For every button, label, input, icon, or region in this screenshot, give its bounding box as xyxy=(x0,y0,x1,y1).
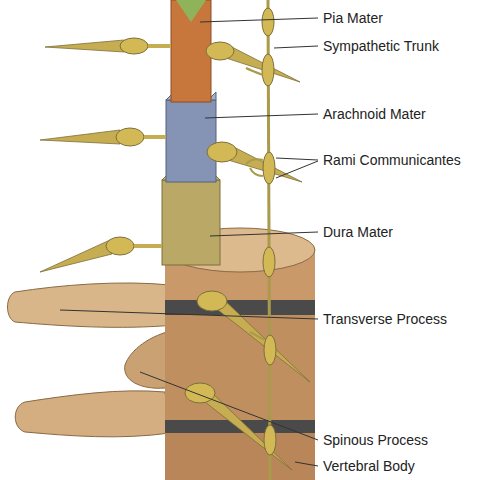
pia-mater xyxy=(171,0,211,102)
trunk-ganglion xyxy=(263,247,275,277)
ramus-communicans xyxy=(246,68,263,75)
spinal-nerve xyxy=(45,40,124,52)
trunk-ganglion xyxy=(263,152,275,184)
part-label: Pia Mater xyxy=(323,10,383,26)
arachnoid-mater xyxy=(166,100,216,182)
spinal-nerve xyxy=(218,294,310,382)
trunk-ganglion xyxy=(264,335,276,365)
transverse-process xyxy=(8,283,176,327)
part-label: Dura Mater xyxy=(323,224,393,240)
transverse-process xyxy=(15,391,170,437)
trunk-ganglion xyxy=(264,425,276,455)
spinal-nerve xyxy=(40,130,120,144)
leader-line xyxy=(60,310,318,319)
spinal-cord-section xyxy=(176,0,206,22)
spinal-ganglion xyxy=(120,38,148,54)
vertebral-body xyxy=(165,433,315,480)
leader-line xyxy=(295,462,318,466)
spinal-ganglion xyxy=(206,42,234,60)
leader-line xyxy=(140,372,318,440)
spinal-ganglion xyxy=(106,237,134,255)
trunk-ganglion xyxy=(262,8,274,36)
leader-line xyxy=(274,46,318,48)
nerve-root xyxy=(134,244,162,248)
spinal-ganglion xyxy=(185,383,215,403)
dura-mater xyxy=(162,180,220,265)
part-label: Arachnoid Mater xyxy=(323,106,426,122)
nerve-root xyxy=(144,135,166,139)
spinal-ganglion xyxy=(116,128,144,146)
spinal-nerve xyxy=(205,386,292,470)
ramus-communicans xyxy=(250,168,263,176)
intervertebral-disc xyxy=(165,300,315,315)
part-label: Rami Communicantes xyxy=(323,152,461,168)
part-label: Spinous Process xyxy=(323,432,428,448)
trunk-ganglion xyxy=(262,54,274,86)
nerve-root xyxy=(148,44,171,48)
part-label: Sympathetic Trunk xyxy=(323,38,439,54)
leader-line xyxy=(210,232,318,236)
leader-line xyxy=(276,158,318,160)
part-label: Transverse Process xyxy=(323,311,447,327)
part-label: Vertebral Body xyxy=(323,458,415,474)
ramus-communicans xyxy=(246,159,263,164)
leader-line xyxy=(200,18,318,22)
ramus-communicans xyxy=(250,332,264,340)
spinal-nerve xyxy=(40,240,112,272)
leader-line xyxy=(276,161,318,178)
spinal-ganglion xyxy=(207,142,237,162)
spinal-ganglion xyxy=(197,291,227,311)
leader-line xyxy=(205,114,318,118)
